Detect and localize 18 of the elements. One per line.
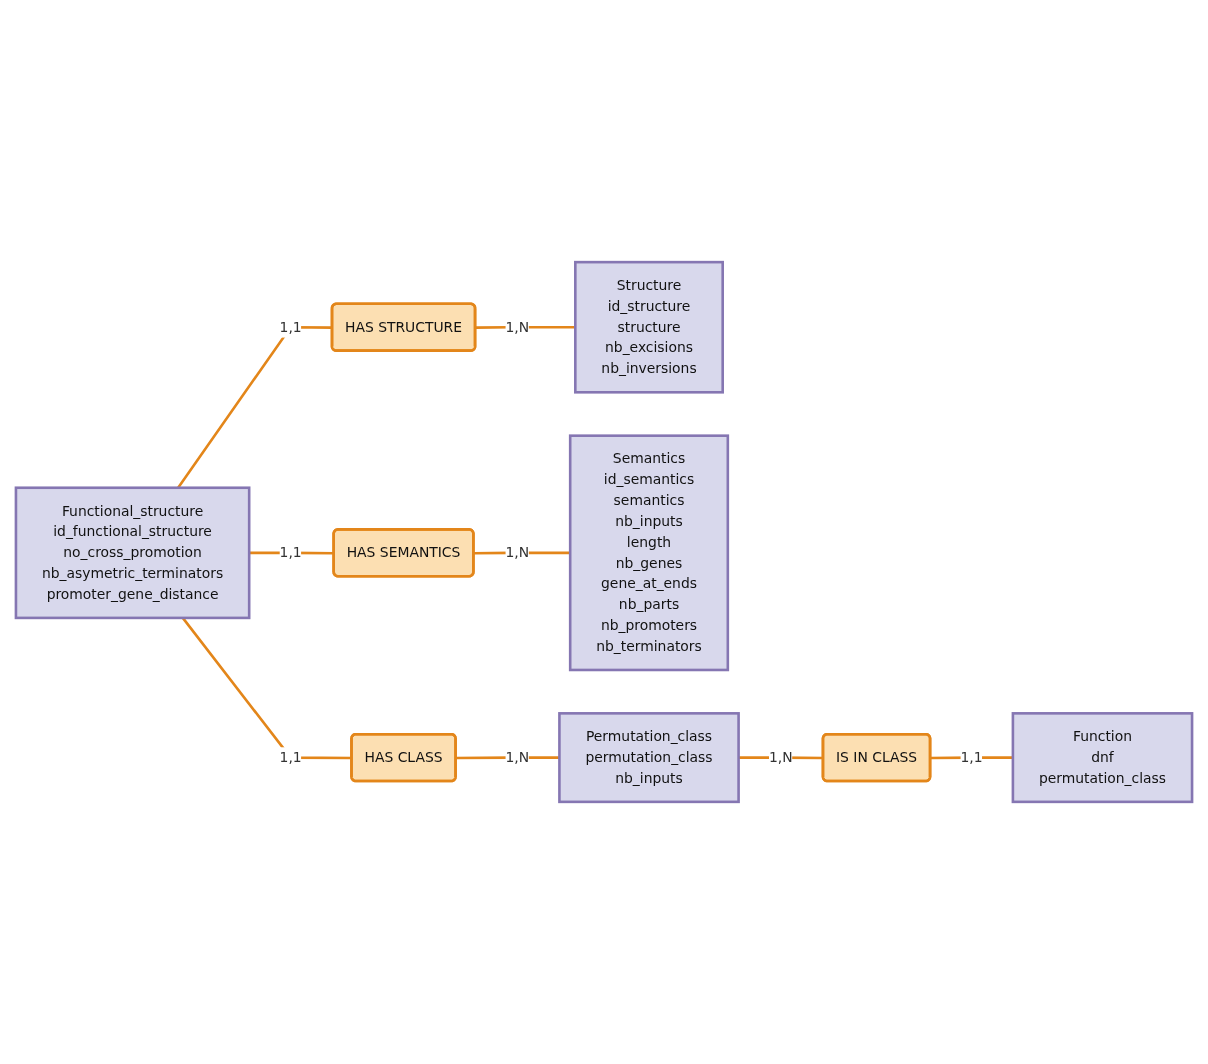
edge-label: 1,N [768, 748, 793, 766]
node-box: Permutation_class permutation_class nb_inputs [558, 712, 740, 804]
connector [475, 325, 576, 329]
connector [473, 551, 571, 555]
edge-label: 1,1 [279, 318, 302, 336]
edge-label: 1,1 [279, 748, 302, 766]
node-box: Functional_structure id_functional_structure no_cross_promotion nb_asymetric_terminators promoter_gene_distance [14, 486, 251, 620]
connector [181, 617, 352, 760]
node-box: Semantics id_semantics semantics nb_inputs length nb_genes gene_at_ends nb_parts nb_promoters nb_terminators [568, 434, 730, 672]
edge-label: 1,1 [279, 544, 302, 561]
node-box: Function dnf permutation_class [1011, 712, 1194, 804]
edge-label: 1,1 [960, 748, 983, 766]
edge-label: 1,N [505, 544, 530, 561]
connector [456, 756, 560, 760]
connector [930, 756, 1013, 760]
edge-label: 1,N [505, 318, 530, 336]
node-box: Structure id_structure structure nb_excisions nb_inversions [574, 260, 724, 394]
edge-label: 1,N [505, 748, 530, 766]
